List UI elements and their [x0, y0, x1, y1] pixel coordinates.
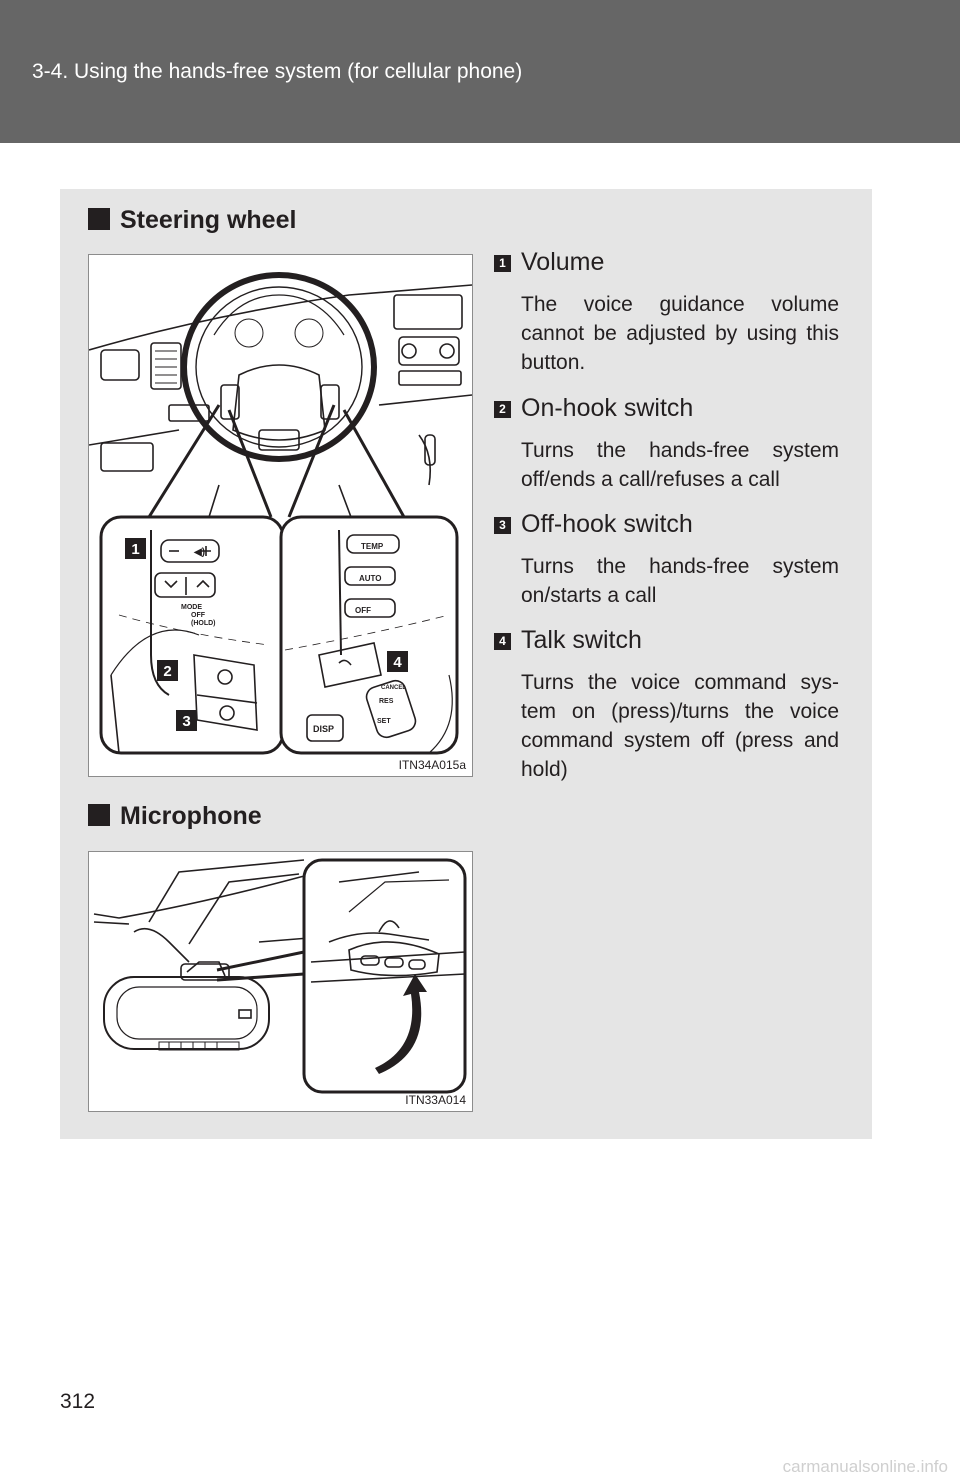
item-3-desc: Turns the hands-free system on/starts a … [521, 555, 839, 607]
item-4-desc: Turns the voice command sys- tem on (pre… [521, 671, 839, 781]
steering-wheel-section-title: Steering wheel [88, 206, 296, 235]
header-title: 3-4. Using the hands-free system (for ce… [32, 60, 523, 83]
microphone-section-title: Microphone [88, 802, 262, 831]
callout-2-badge [157, 660, 178, 681]
content-panel: Steering wheel [60, 189, 872, 1139]
res-label: RES [379, 698, 394, 705]
callout-3-number: 3 [182, 713, 190, 730]
callout-3-badge [176, 710, 197, 731]
watermark-text[interactable]: carmanualsonline.info [782, 1457, 948, 1476]
callout-4-number: 4 [393, 654, 402, 671]
steering-wheel-illustration: ◀) TEMP AUTO OFF MODE OFF (HOLD) DISP RE… [89, 272, 472, 755]
microphone-figure-code: ITN33A014 [405, 1093, 466, 1107]
mode-label: MODE [181, 604, 202, 611]
item-4-badge: 4 [494, 633, 511, 650]
item-3-title: Off-hook switch [521, 510, 693, 538]
page-header: 3-4. Using the hands-free system (for ce… [0, 0, 960, 143]
volume-icon: ◀) [193, 547, 205, 558]
set-label: SET [377, 718, 391, 725]
page-number: 312 [60, 1390, 96, 1413]
microphone-illustration [93, 858, 467, 1094]
item-1-title: Volume [521, 248, 605, 276]
off-label: OFF [355, 606, 371, 615]
square-bullet-icon [88, 208, 110, 230]
auto-label: AUTO [359, 574, 382, 583]
item-talk: 4 Talk switch Turns the voice command sys… [494, 625, 839, 784]
item-1-badge: 1 [494, 255, 511, 272]
item-on-hook: 2 On-hook switch Turns the hands-free sys… [494, 393, 839, 494]
steering-wheel-figure: ◀) TEMP AUTO OFF MODE OFF (HOLD) DISP RE… [88, 254, 473, 777]
callout-4-badge [387, 651, 408, 672]
item-4-title: Talk switch [521, 626, 642, 654]
hold-label: (HOLD) [191, 620, 216, 627]
microphone-figure: ITN33A014 [88, 851, 473, 1112]
item-2-badge: 2 [494, 401, 511, 418]
arrow-icon [375, 974, 427, 1074]
cancel-label: CANCEL [381, 685, 406, 691]
callout-2-number: 2 [163, 663, 171, 680]
item-2-title: On-hook switch [521, 394, 694, 422]
item-1-desc: The voice guidance volume cannot be adju… [521, 293, 839, 374]
callout-1-badge [125, 538, 146, 559]
disp-label: DISP [313, 724, 334, 734]
item-3-badge: 3 [494, 517, 511, 534]
callout-1-number: 1 [131, 541, 139, 558]
item-volume: 1 Volume The voice guidance volume cannot… [494, 247, 839, 377]
item-2-desc: Turns the hands-free system off/ends a c… [521, 439, 839, 491]
mode-off-label: OFF [191, 612, 206, 619]
steering-figure-code: ITN34A015a [398, 758, 466, 772]
item-off-hook: 3 Off-hook switch Turns the hands-free sy… [494, 509, 839, 610]
temp-label: TEMP [361, 542, 384, 551]
square-bullet-icon [88, 804, 110, 826]
